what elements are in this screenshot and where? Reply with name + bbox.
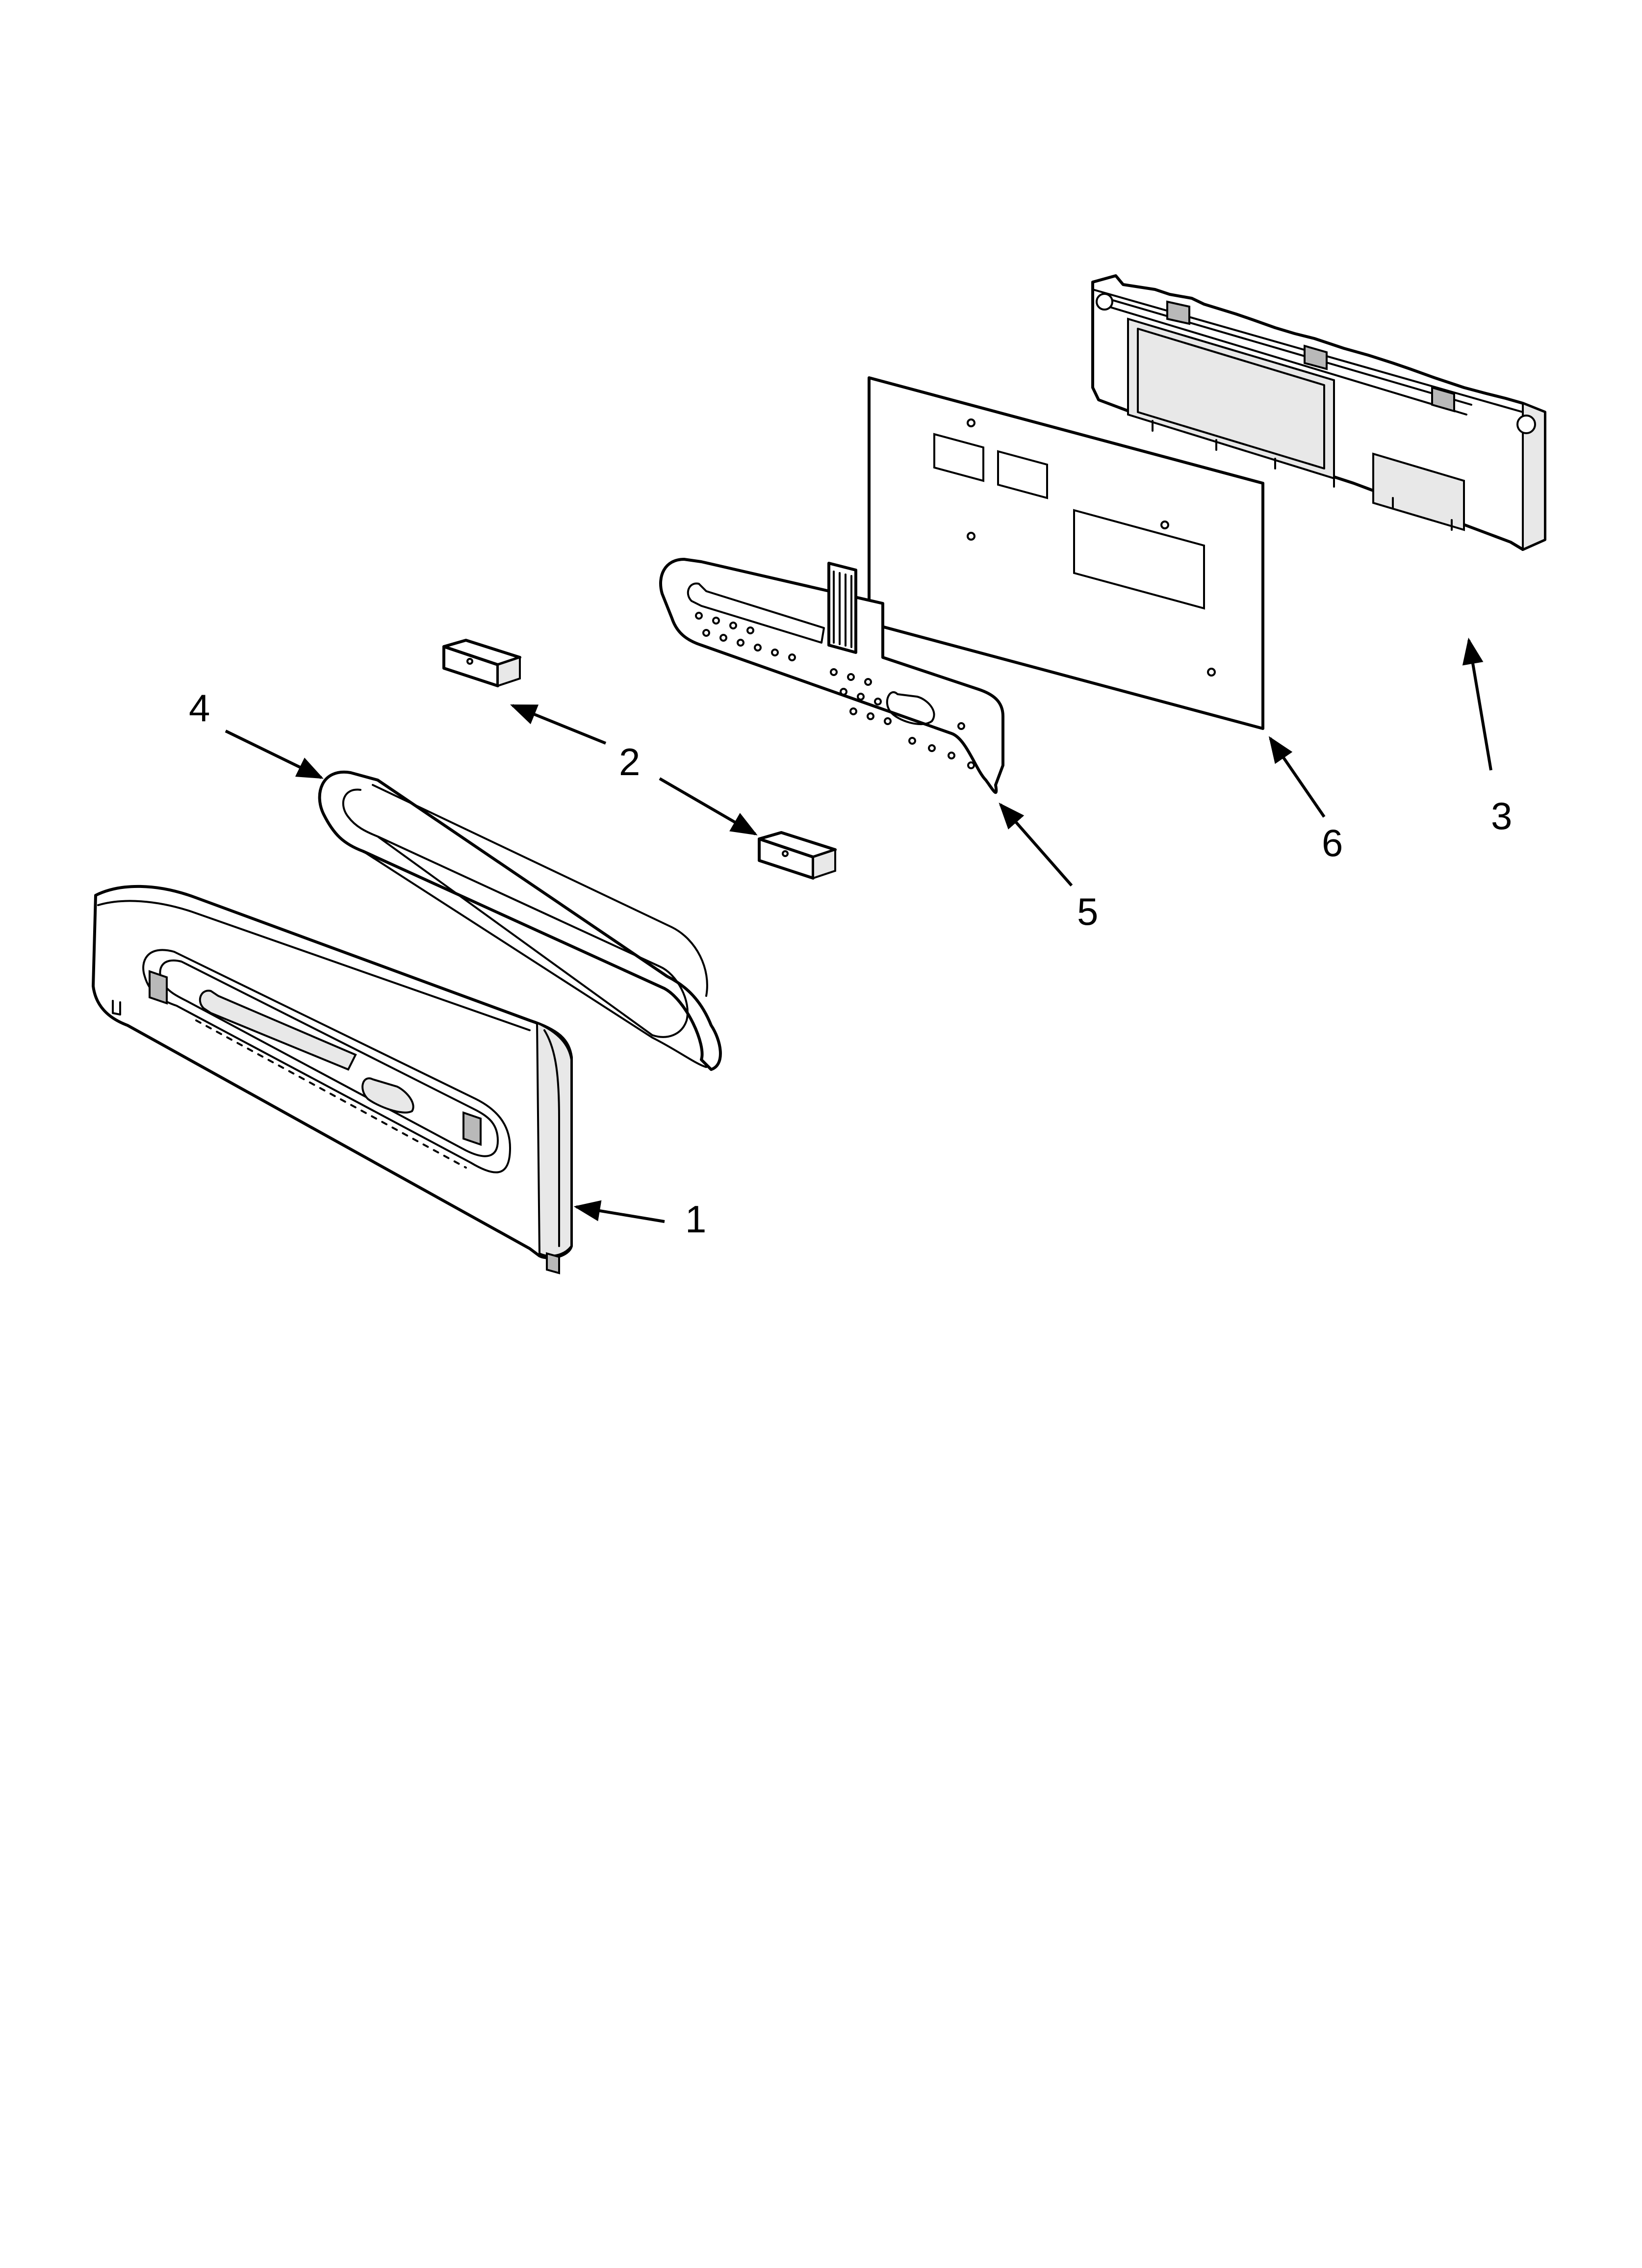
leader-2-upper	[510, 704, 607, 745]
trim-outer	[318, 770, 722, 1071]
housing-bottom-tabs	[1152, 420, 1453, 531]
panel-hole-1	[967, 418, 975, 427]
front-panel-body	[92, 885, 573, 1259]
callout-5: 5	[1077, 890, 1098, 933]
keypad-display-window	[687, 582, 825, 644]
keypad-button	[857, 693, 865, 701]
panel-hole-3	[1160, 521, 1169, 529]
callout-3: 3	[1491, 794, 1512, 837]
part-1-front-panel	[92, 885, 573, 1275]
keypad-ribbon-lines	[833, 571, 852, 648]
part-2-block-upper	[442, 639, 521, 687]
housing-clip-1	[1166, 300, 1190, 325]
panel-cutout-middle	[997, 450, 1048, 499]
block-lower-side	[812, 848, 836, 880]
block-lower-hole	[782, 850, 789, 857]
block-upper-side	[497, 656, 521, 687]
trim-inner	[342, 788, 689, 1038]
keypad-button	[737, 639, 744, 647]
keypad-button	[849, 707, 857, 715]
housing-clip-2	[1304, 344, 1328, 370]
trim-inner-edge	[372, 784, 708, 997]
keypad-button	[908, 737, 916, 745]
keypad-button	[867, 712, 874, 720]
front-panel-latch-right	[462, 1111, 482, 1146]
leader-5	[999, 802, 1073, 886]
leader-3	[1462, 637, 1492, 771]
housing-side-flange	[1522, 402, 1546, 551]
housing-window-right	[1372, 452, 1465, 531]
leader-1	[573, 1200, 665, 1223]
keypad-button	[746, 626, 754, 634]
leader-2-lower	[659, 777, 758, 835]
housing-window-left-inner	[1137, 328, 1325, 469]
keypad-window-right	[886, 691, 935, 726]
front-panel-small-window	[361, 1077, 414, 1114]
keypad-button	[729, 622, 737, 629]
part-2-block-lower	[758, 831, 837, 880]
keypad-button	[771, 649, 779, 656]
keypad-button	[830, 668, 838, 676]
leader-6	[1268, 736, 1326, 818]
housing-top-rail	[1100, 296, 1472, 416]
keypad-buttons	[695, 612, 975, 769]
front-panel-latch-left	[149, 970, 168, 1005]
keypad-button	[948, 752, 955, 759]
panel-cutout-large	[1073, 509, 1205, 610]
housing-screw-hole-right	[1516, 415, 1536, 434]
front-panel-tab-left	[112, 1000, 121, 1016]
part-6-panel	[868, 376, 1264, 730]
front-panel-end-cap-line	[543, 1029, 560, 1247]
callout-2: 2	[619, 740, 640, 783]
keypad-button	[864, 678, 872, 686]
part-3-control-housing	[1091, 274, 1546, 551]
keypad-button	[754, 644, 762, 652]
keypad-button	[967, 761, 975, 769]
keypad-button	[928, 744, 936, 752]
keypad-button	[702, 629, 710, 637]
keypad-button	[712, 617, 720, 625]
panel-cutout-left	[933, 433, 984, 482]
callout-4: 4	[189, 686, 210, 730]
block-upper-hole	[466, 658, 473, 665]
keypad-button	[884, 717, 892, 725]
callout-6: 6	[1322, 821, 1343, 864]
callout-1: 1	[685, 1198, 706, 1241]
panel-hole-2	[967, 532, 975, 541]
keypad-button	[695, 612, 703, 620]
keypad-button	[840, 688, 847, 696]
keypad-button	[719, 634, 727, 642]
keypad-outline	[659, 558, 1004, 794]
panel-hole-4	[1207, 668, 1216, 677]
housing-screw-hole-left	[1096, 293, 1113, 311]
front-panel-oval-recess	[142, 949, 511, 1173]
keypad-ribbon	[827, 562, 857, 654]
front-panel-rivet-line	[195, 1019, 467, 1169]
front-panel-tab-right	[546, 1252, 560, 1275]
front-panel-top-edge	[97, 900, 531, 1031]
housing-clip-3	[1431, 386, 1455, 413]
keypad-button	[788, 653, 796, 661]
leader-4	[225, 730, 324, 779]
part-4-trim-frame	[318, 770, 722, 1071]
trim-bottom-edge	[362, 850, 707, 1068]
callout-labels: 4 2 5 6 3 1	[189, 686, 1512, 1241]
part-5-keypad-membrane	[659, 558, 1004, 794]
keypad-button	[847, 673, 855, 681]
leader-lines	[225, 637, 1492, 1223]
front-panel-display-window	[199, 990, 357, 1071]
keypad-button	[957, 722, 965, 730]
front-panel-oval-inner	[159, 959, 499, 1157]
keypad-button	[874, 698, 882, 705]
